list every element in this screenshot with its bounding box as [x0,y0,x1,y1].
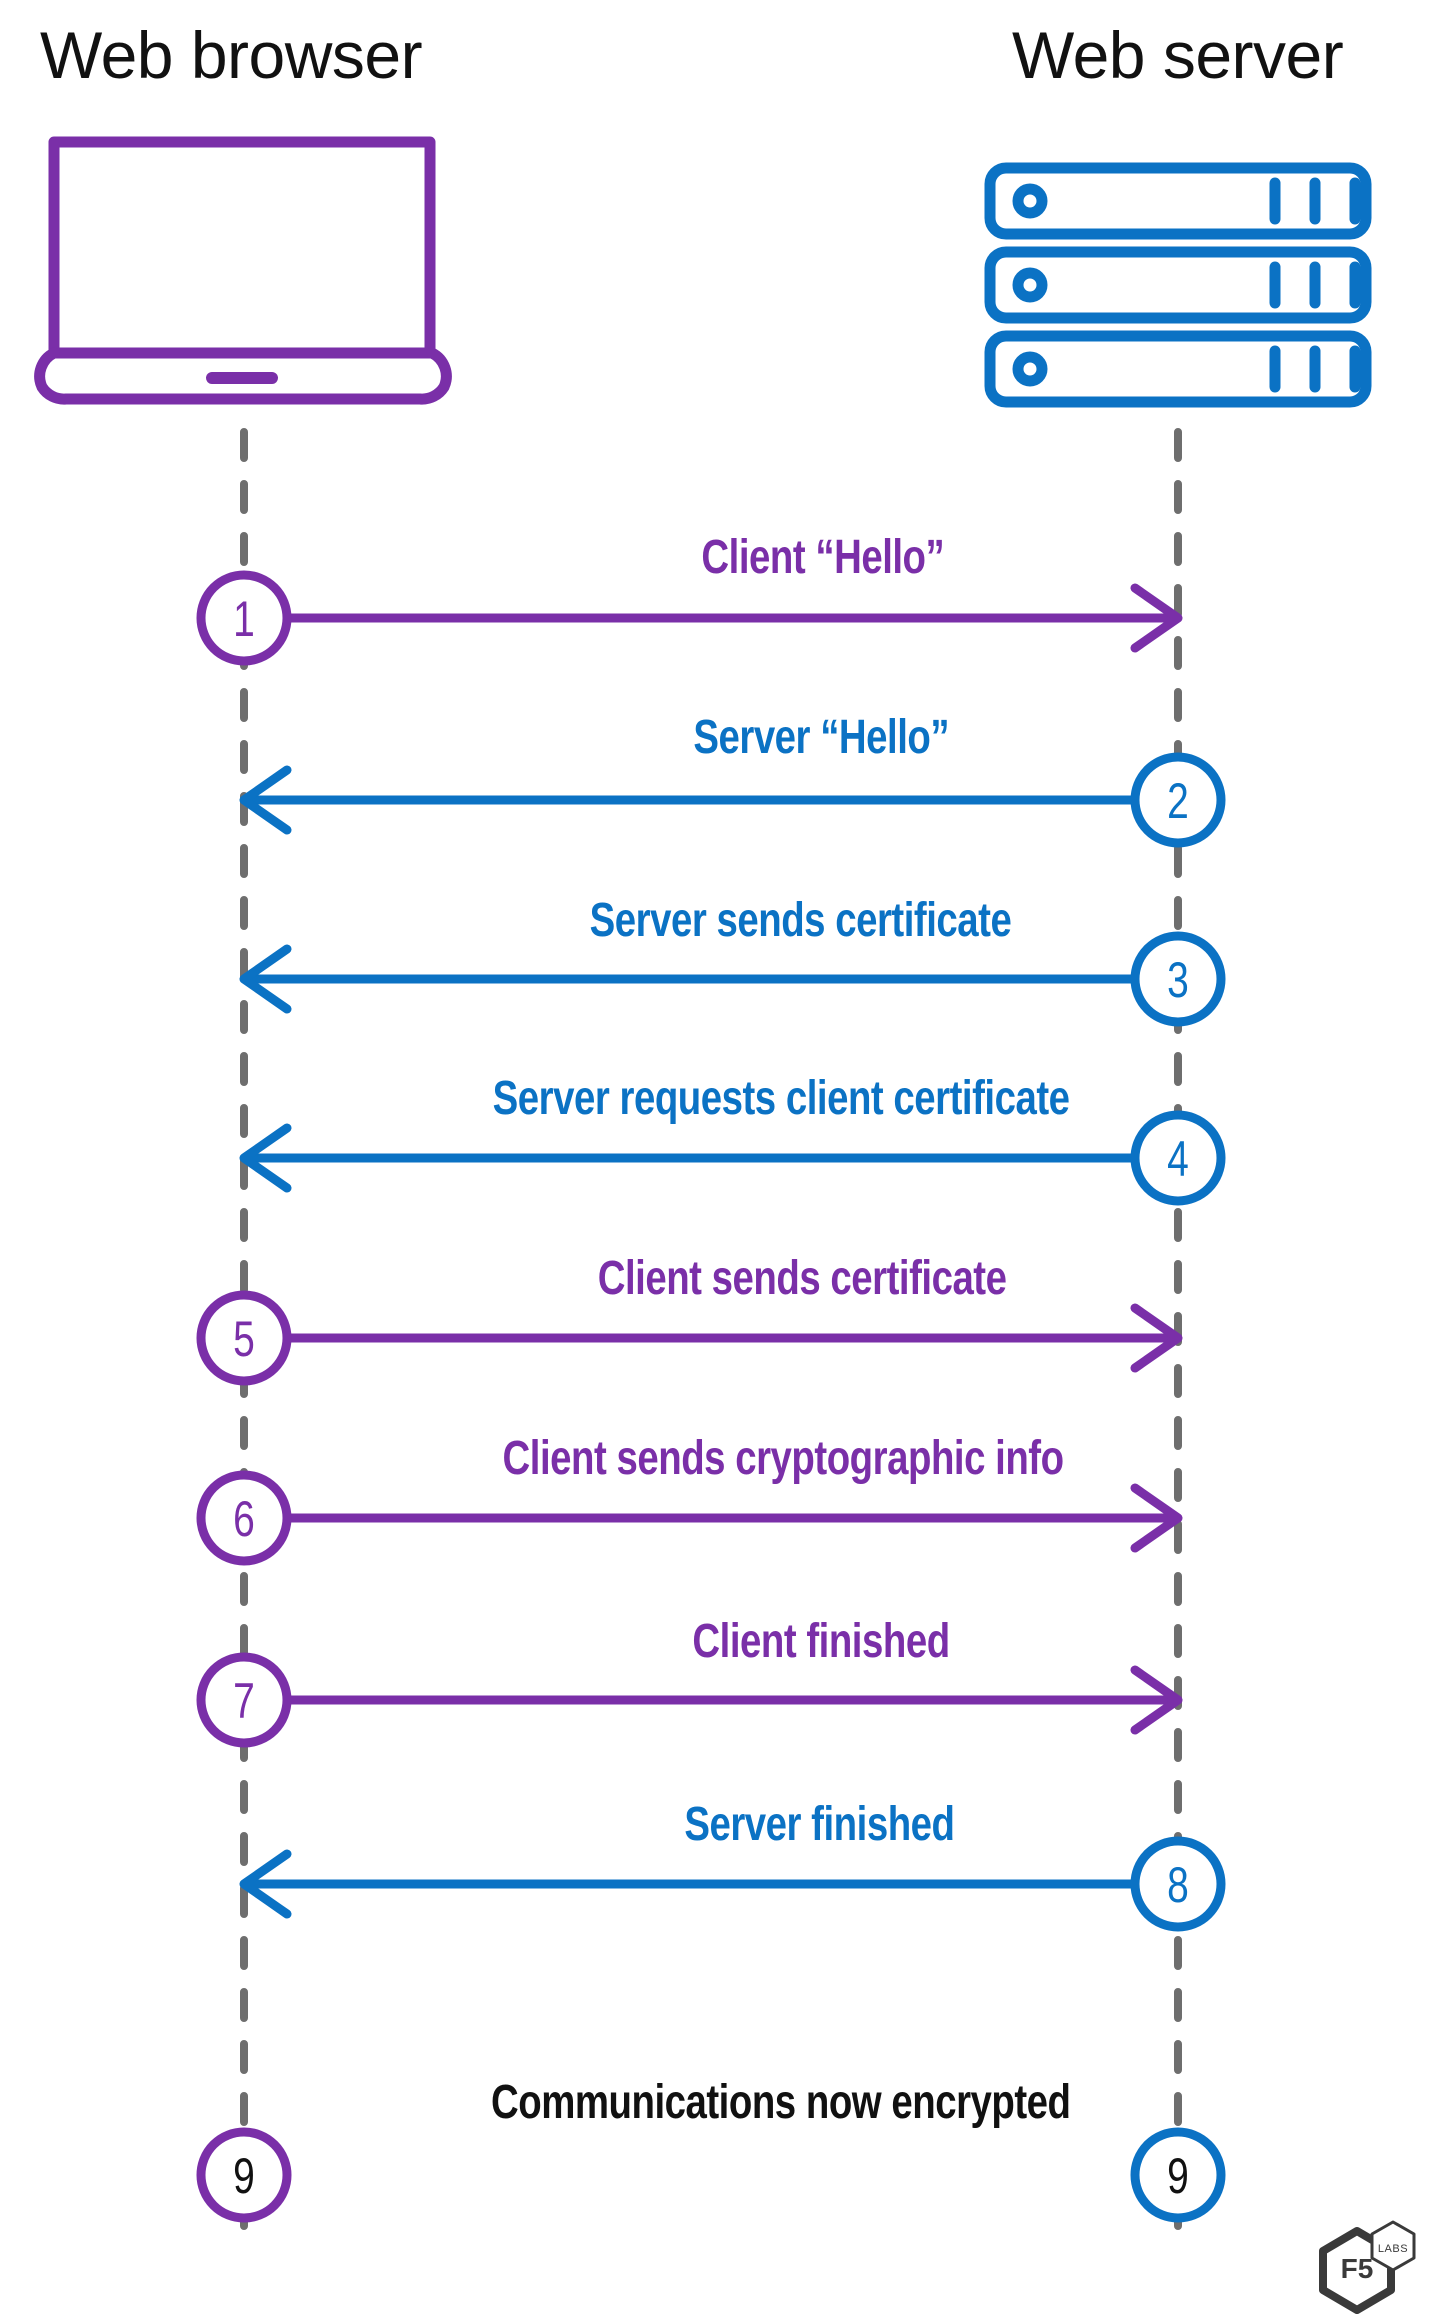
step-badge-4 [1130,1110,1226,1206]
page-title-client: Web browser [40,18,422,92]
step-number-1: 1 [233,590,255,647]
step-number-2: 2 [1167,772,1189,829]
step-badge-1 [196,570,292,666]
step-number-9-server: 9 [1167,2147,1189,2204]
step-arrow-head-2 [239,765,292,835]
step-arrow-head-5 [1130,1303,1183,1373]
step-number-4: 4 [1167,1130,1189,1187]
step-label-3: Server sends certificate [590,894,1012,947]
step-badge-5 [196,1290,292,1386]
step-number-7: 7 [233,1672,255,1729]
step-row-7: Client finished 7 [196,1615,1183,1748]
step-row-1: Client “Hello” 1 [196,531,1183,666]
step-row-4: Server requests client certificate 4 [239,1072,1226,1206]
step-row-5: Client sends certificate 5 [196,1252,1183,1386]
step-number-5: 5 [233,1310,255,1367]
step-badge-3 [1130,931,1226,1027]
laptop-icon [34,136,452,405]
logo-hexagon-small [1370,2220,1416,2272]
step-badge-8 [1130,1836,1226,1932]
step-arrow-head-4 [239,1123,292,1193]
step-row-8: Server finished 8 [239,1798,1226,1932]
step-label-8: Server finished [684,1798,954,1851]
step-label-9: Communications now encrypted [491,2076,1071,2129]
step-badge-9-client [196,2127,292,2223]
step-number-8: 8 [1167,1856,1189,1913]
step-arrow-head-8 [239,1849,292,1919]
step-row-6: Client sends cryptographic info 6 [196,1432,1183,1566]
logo-secondary-text: LABS [1378,2243,1408,2255]
step-number-9-client: 9 [233,2147,255,2204]
step-label-6: Client sends cryptographic info [503,1432,1064,1485]
step-badge-7 [196,1652,292,1748]
step-badge-9-server [1130,2127,1226,2223]
step-number-6: 6 [233,1490,255,1547]
step-row-2: Server “Hello” 2 [239,711,1226,848]
step-label-7: Client finished [692,1615,949,1668]
page-title-server: Web server [1012,18,1343,92]
step-label-5: Client sends certificate [598,1252,1007,1305]
step-arrow-head-6 [1130,1483,1183,1553]
step-label-1: Client “Hello” [701,531,944,584]
step-badge-2 [1130,752,1226,848]
step-badge-6 [196,1470,292,1566]
step-number-3: 3 [1167,951,1189,1008]
logo-primary-text: F5 [1341,2253,1374,2284]
step-label-4: Server requests client certificate [493,1072,1070,1125]
step-label-2: Server “Hello” [693,711,949,764]
step-row-3: Server sends certificate 3 [239,894,1226,1027]
step-arrow-head-1 [1130,583,1183,653]
server-rack-icon [984,162,1372,408]
step-row-9: Communications now encrypted 9 9 [196,2076,1226,2223]
step-arrow-head-3 [239,944,292,1014]
step-arrow-head-7 [1130,1665,1183,1735]
f5-labs-logo: F5 LABS [1319,2220,1416,2314]
